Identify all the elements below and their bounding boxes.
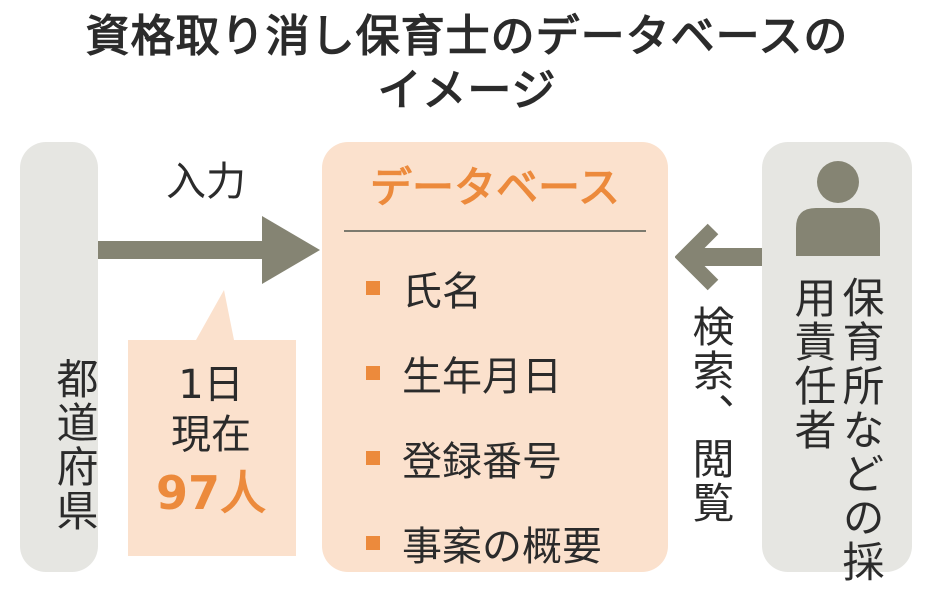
title-line-2: イメージ	[377, 65, 557, 116]
database-box: データベース 氏名 生年月日 登録番号 事案の概要	[322, 142, 668, 572]
count-callout-bubble	[128, 290, 296, 556]
database-field-label: 氏名	[402, 269, 482, 315]
bullet-icon	[366, 366, 380, 380]
search-view-label: 検索、閲覧	[686, 305, 735, 525]
count-callout: 1日 現在 97人	[128, 360, 294, 522]
callout-date: 1日	[178, 362, 244, 408]
database-field: 氏名	[366, 264, 602, 315]
input-label: 入力	[166, 159, 246, 205]
callout-as-of: 現在	[171, 412, 251, 458]
database-field: 生年月日	[366, 349, 602, 400]
database-field: 登録番号	[366, 434, 602, 485]
database-field: 事案の概要	[366, 519, 602, 570]
callout-count: 97人	[155, 466, 266, 520]
search-arrow	[675, 223, 763, 291]
database-field-label: 登録番号	[402, 439, 562, 485]
prefecture-label: 都道府県	[50, 357, 99, 533]
bullet-icon	[366, 536, 380, 550]
input-arrow	[98, 216, 320, 284]
database-divider	[344, 230, 646, 232]
database-title: データベース	[370, 163, 620, 212]
person-icon	[796, 161, 880, 256]
database-field-label: 生年月日	[402, 354, 562, 400]
database-field-label: 事案の概要	[402, 524, 602, 570]
prefecture-box: 都道府県	[20, 142, 99, 572]
hiring-manager-label: 保育所などの採用責任者	[788, 276, 885, 584]
diagram-title: 資格取り消し保育士のデータベースの イメージ	[0, 10, 934, 118]
bullet-icon	[366, 281, 380, 295]
title-line-1: 資格取り消し保育士のデータベースの	[85, 11, 849, 62]
database-field-list: 氏名 生年月日 登録番号 事案の概要	[366, 264, 602, 604]
bullet-icon	[366, 451, 380, 465]
